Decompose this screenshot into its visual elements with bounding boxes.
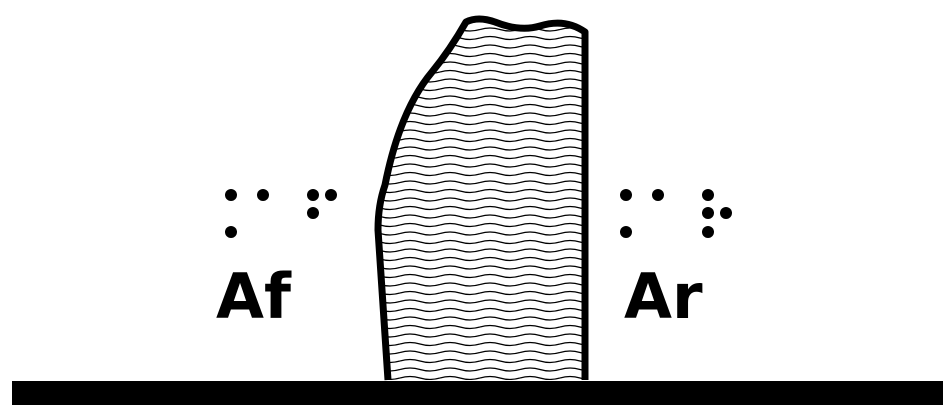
braille-left xyxy=(225,189,337,238)
slab-fill xyxy=(370,10,590,385)
baseline-bar xyxy=(12,381,943,405)
label-ar: Ar xyxy=(624,266,703,328)
label-af: Af xyxy=(216,266,291,328)
braille-right xyxy=(620,189,732,238)
